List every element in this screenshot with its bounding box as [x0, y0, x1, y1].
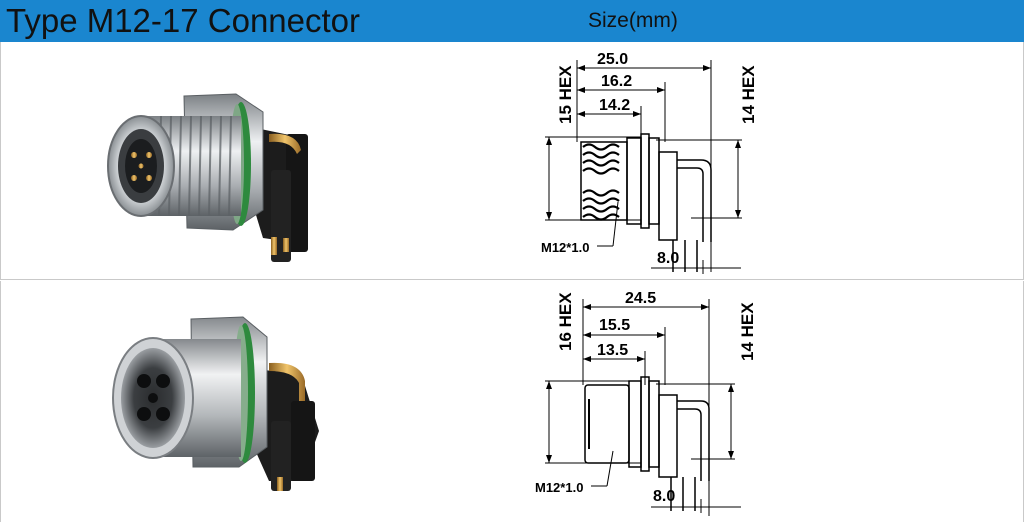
- male-dim-thread: 14.2: [599, 97, 630, 114]
- female-dim-front-hex: 16 HEX: [556, 292, 575, 351]
- male-dim-front-hex: 15 HEX: [556, 65, 575, 124]
- male-dim-overall: 25.0: [597, 51, 628, 68]
- male-dim-thread-spec: M12*1.0: [541, 240, 589, 255]
- female-dim-mid: 15.5: [599, 317, 630, 334]
- female-dim-thread-spec: M12*1.0: [535, 480, 583, 495]
- female-dim-thread: 13.5: [597, 342, 628, 359]
- female-dim-rear-hex: 14 HEX: [738, 302, 757, 361]
- female-dim-overall: 24.5: [625, 290, 656, 307]
- male-dimension-arrows: [546, 65, 741, 220]
- male-dim-mid: 16.2: [601, 73, 632, 90]
- connector-row-male: 25.0 16.2 14.2 15 HEX 14 HEX M12*1.0 8.0: [0, 42, 1024, 280]
- size-label: Size(mm): [588, 9, 678, 32]
- female-dimension-drawing: [545, 299, 741, 516]
- male-dim-rear-hex: 14 HEX: [739, 65, 758, 124]
- male-connector-photo: [107, 93, 308, 262]
- connector-row-male-graphics: 25.0 16.2 14.2 15 HEX 14 HEX M12*1.0 8.0: [107, 51, 758, 274]
- female-connector-photo: [112, 316, 319, 491]
- male-dimension-drawing: [545, 60, 742, 274]
- header-bar: Type M12-17 Connector Size(mm): [0, 0, 1024, 42]
- male-dim-pin-length: 8.0: [657, 250, 679, 267]
- female-dimension-arrows: [546, 304, 734, 463]
- connector-row-female-graphics: 24.5 15.5 13.5 16 HEX 14 HEX M12*1.0 8.0: [112, 290, 757, 516]
- female-dim-pin-length: 8.0: [653, 488, 675, 505]
- page-title: Type M12-17 Connector: [6, 2, 361, 39]
- connector-row-female: 24.5 15.5 13.5 16 HEX 14 HEX M12*1.0 8.0: [0, 281, 1024, 522]
